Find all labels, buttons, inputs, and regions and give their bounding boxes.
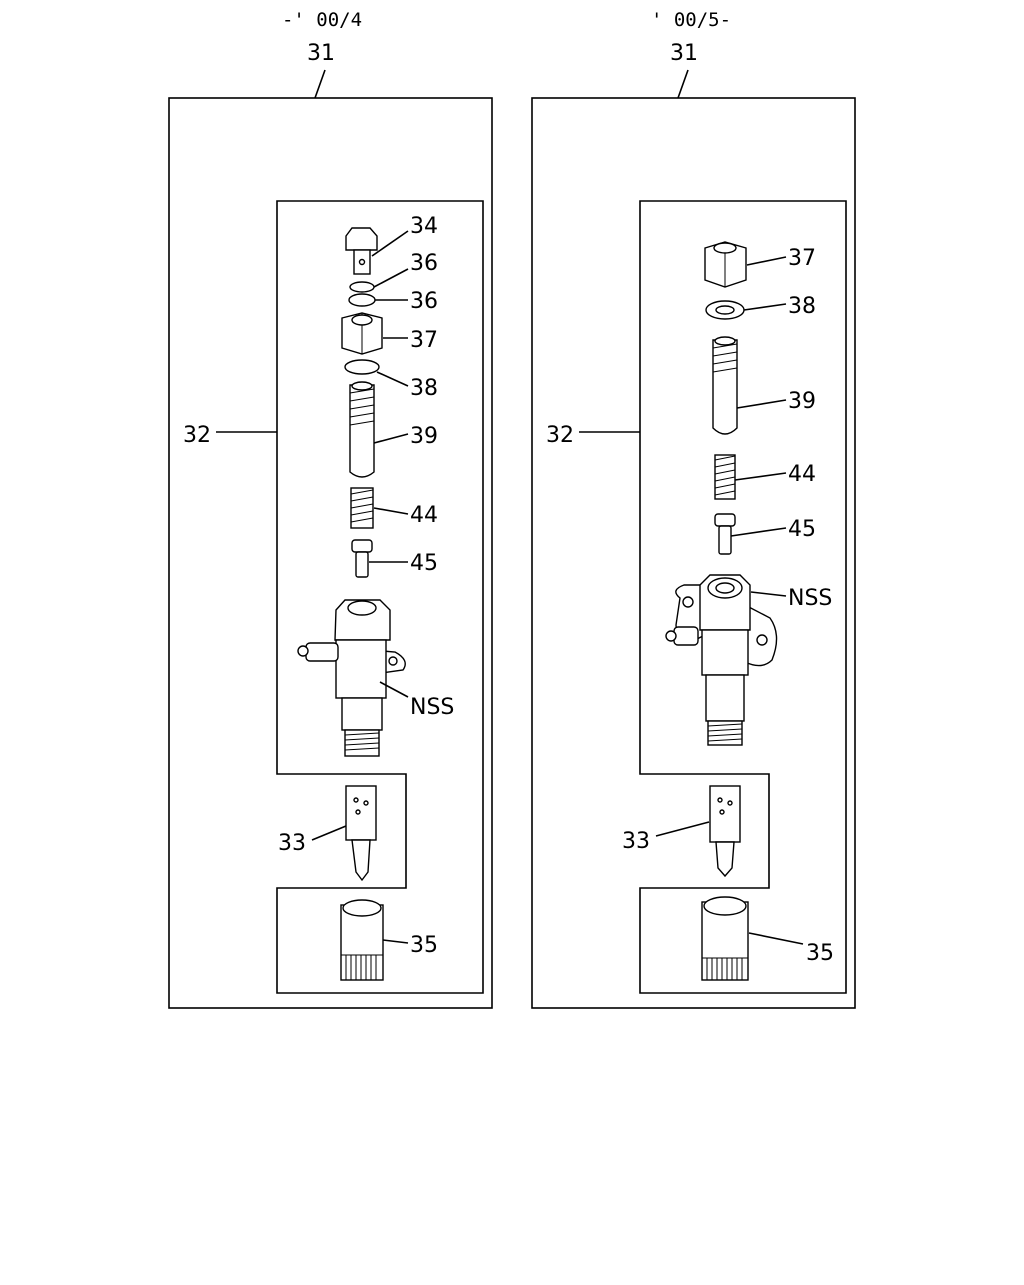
- callout-38-right: 38: [788, 294, 816, 319]
- injector-body-part: [297, 599, 406, 757]
- leader-44: [373, 507, 409, 515]
- leader-38: [376, 371, 409, 387]
- pin-part: [714, 513, 736, 555]
- callout-35-right: 35: [806, 941, 834, 966]
- leader-34: [371, 230, 409, 257]
- leader-36-upper: [373, 268, 409, 288]
- callout-36-upper: 36: [410, 251, 438, 276]
- callout-37-right: 37: [788, 246, 816, 271]
- nut-part: [704, 241, 747, 288]
- washer-part: [348, 293, 376, 307]
- gasket-part: [344, 359, 380, 375]
- washer-part: [349, 281, 375, 293]
- left-assembly-frame: [168, 97, 493, 1009]
- leader-45-right: [730, 527, 787, 537]
- callout-38: 38: [410, 376, 438, 401]
- right-range-label: ' 00/5-: [651, 9, 731, 31]
- injector-body-part: [665, 574, 778, 746]
- right-assembly-frame: [531, 97, 856, 1009]
- leader-39-right: [736, 399, 787, 409]
- spring-part: [350, 487, 374, 529]
- rod-part: [349, 381, 375, 478]
- right-assembly-leader: [677, 69, 689, 99]
- spring-part: [714, 454, 736, 500]
- callout-33-right: 33: [622, 829, 650, 854]
- leader-nss-right: [750, 591, 787, 597]
- nozzle-nut-part: [340, 899, 384, 981]
- callout-nss-left: NSS: [410, 695, 454, 720]
- callout-39-right: 39: [788, 389, 816, 414]
- left-panel: -' 00/4 31 32 34 36 36 37 38: [168, 9, 493, 1009]
- left-range-label: -' 00/4: [282, 9, 362, 31]
- callout-37: 37: [410, 328, 438, 353]
- callout-34: 34: [410, 214, 438, 239]
- callout-39: 39: [410, 424, 438, 449]
- leader-37-right: [746, 256, 787, 266]
- leader-38-right: [743, 303, 787, 311]
- nozzle-part: [709, 785, 741, 878]
- callout-45: 45: [410, 551, 438, 576]
- leader-33-right: [655, 821, 710, 837]
- rod-part: [712, 336, 738, 435]
- pin-part: [351, 539, 373, 578]
- gasket-hole: [715, 305, 735, 315]
- callout-33-left: 33: [278, 831, 306, 856]
- leader-35-right: [748, 932, 804, 945]
- left-subassembly-callout: 32: [183, 423, 211, 448]
- leader-44-right: [734, 472, 787, 481]
- leader-39: [373, 433, 409, 444]
- callout-44-right: 44: [788, 462, 816, 487]
- left-subassembly-frame: [276, 200, 484, 994]
- nozzle-nut-part: [701, 896, 749, 981]
- left-assembly-callout: 31: [307, 41, 335, 66]
- callout-36-lower: 36: [410, 289, 438, 314]
- nut-part: [341, 312, 383, 355]
- callout-44: 44: [410, 503, 438, 528]
- right-subassembly-frame: [639, 200, 847, 994]
- right-panel: ' 00/5- 31 32 37 38 39: [531, 9, 856, 1009]
- leader-33-left: [311, 825, 347, 841]
- right-assembly-callout: 31: [670, 41, 698, 66]
- leader-nss-left: [379, 681, 409, 698]
- left-assembly-leader: [314, 69, 326, 99]
- leader-35-left: [382, 939, 409, 944]
- nozzle-part: [345, 785, 377, 882]
- banjo-bolt-part: [345, 227, 378, 275]
- callout-35-left: 35: [410, 933, 438, 958]
- callout-nss-right: NSS: [788, 586, 832, 611]
- callout-45-right: 45: [788, 517, 816, 542]
- right-subassembly-callout: 32: [546, 423, 574, 448]
